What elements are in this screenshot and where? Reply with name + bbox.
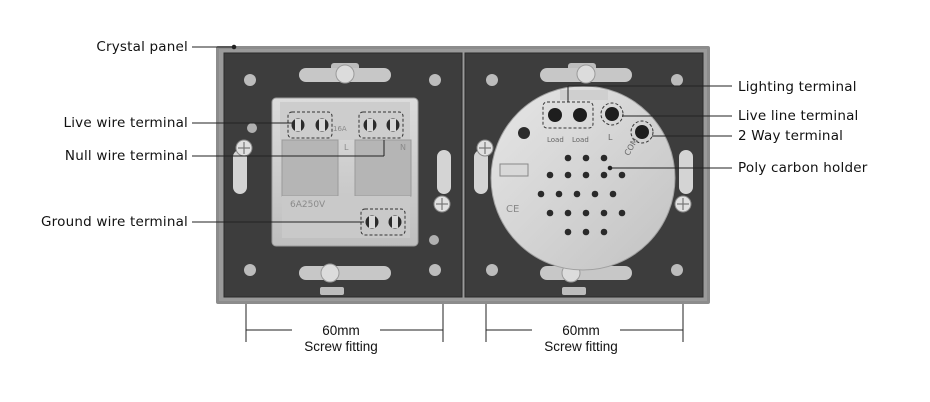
leader-lines xyxy=(192,44,732,223)
label-crystal-panel: Crystal panel xyxy=(96,39,188,55)
label-live-wire-terminal: Live wire terminal xyxy=(63,115,188,131)
label-poly-carbon-holder: Poly carbon holder xyxy=(738,160,868,176)
dimension-left: 60mm Screw fitting xyxy=(281,323,401,355)
switch-load1-text: Load xyxy=(547,136,564,144)
socket-16a-text: 16A xyxy=(333,125,347,133)
two-way-terminal-hole xyxy=(635,125,649,139)
live-wire-terminal-screws xyxy=(291,118,329,132)
switch-ce-text: CE xyxy=(506,204,519,215)
label-two-way-terminal: 2 Way terminal xyxy=(738,128,844,144)
left-plate xyxy=(223,52,463,298)
socket-l-mark: L xyxy=(344,143,349,152)
label-lighting-terminal: Lighting terminal xyxy=(738,79,857,95)
dimension-left-value: 60mm xyxy=(322,323,360,338)
dimension-right-caption: Screw fitting xyxy=(544,339,618,354)
socket-n-mark: N xyxy=(400,143,406,152)
label-null-wire-terminal: Null wire terminal xyxy=(64,148,188,164)
socket-rating-text: 6A250V xyxy=(290,200,326,210)
dimension-left-caption: Screw fitting xyxy=(304,339,378,354)
dimension-right: 60mm Screw fitting xyxy=(521,323,641,355)
ground-wire-terminal-screws xyxy=(365,215,402,229)
switch-l-text: L xyxy=(608,133,613,142)
label-live-line-terminal: Live line terminal xyxy=(738,108,859,124)
null-wire-terminal-screws xyxy=(363,118,400,132)
switch-load2-text: Load xyxy=(572,136,589,144)
dimension-lines xyxy=(245,304,684,342)
right-plate xyxy=(464,52,704,298)
live-line-terminal-hole xyxy=(605,107,619,121)
switch-hole-grid xyxy=(537,154,626,236)
lighting-terminal-hole-2 xyxy=(573,108,587,122)
label-ground-wire-terminal: Ground wire terminal xyxy=(41,214,188,230)
dimension-right-value: 60mm xyxy=(562,323,600,338)
lighting-terminal-hole-1 xyxy=(548,108,562,122)
